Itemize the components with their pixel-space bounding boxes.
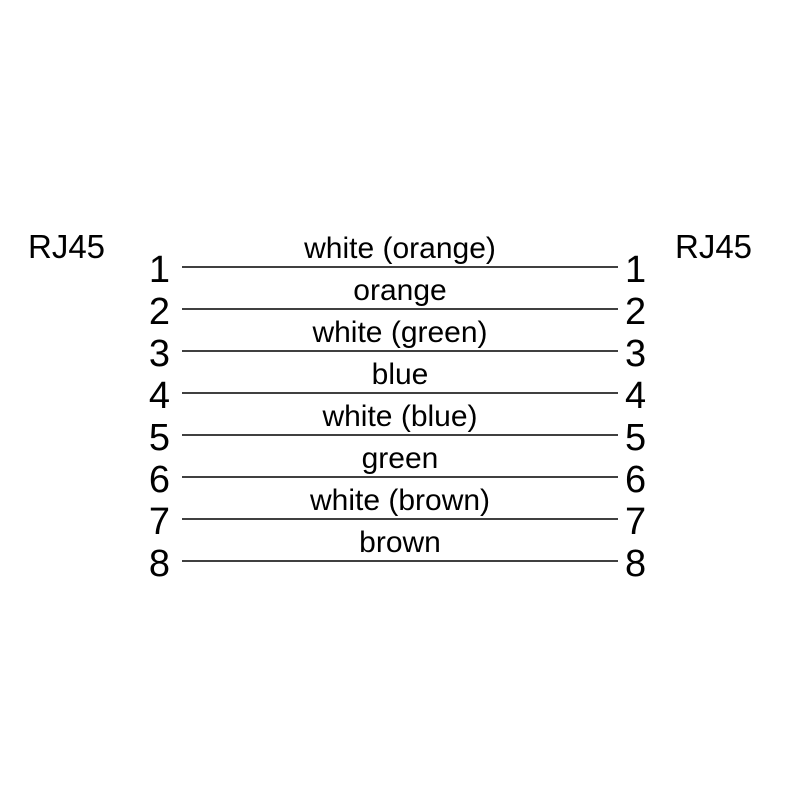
wire-color-label: orange (353, 274, 447, 307)
left-pin-number: 4 (148, 375, 170, 417)
wire-color-label: white (brown) (309, 484, 491, 517)
right-pin-number: 6 (625, 459, 647, 501)
right-pin-number: 2 (625, 291, 647, 333)
left-pin-number: 5 (148, 417, 170, 459)
left-pin-number: 2 (148, 291, 170, 333)
wire-line (182, 308, 618, 310)
left-pin-number: 3 (148, 333, 170, 375)
wire-line (182, 518, 618, 520)
left-pin-number: 7 (148, 501, 170, 543)
wire-line (182, 266, 618, 268)
wire-line (182, 392, 618, 394)
right-pin-number: 1 (625, 249, 647, 291)
wire-color-label: green (361, 442, 439, 475)
wire-color-label: white (green) (312, 316, 488, 349)
wire-color-label: white (orange) (304, 232, 496, 265)
wire-line (182, 350, 618, 352)
right-pin-number: 7 (625, 501, 647, 543)
wire-color-label: brown (359, 526, 441, 559)
wire-color-label: blue (371, 358, 429, 391)
left-connector-label: RJ45 (28, 228, 106, 265)
wire-line (182, 560, 618, 562)
right-pin-number: 8 (625, 543, 647, 585)
left-pin-number: 8 (148, 543, 170, 585)
right-pin-number: 5 (625, 417, 647, 459)
left-pin-number: 1 (148, 249, 170, 291)
wire-color-label: white (blue) (322, 400, 478, 433)
right-pin-number: 3 (625, 333, 647, 375)
wire-line (182, 434, 618, 436)
right-connector-label: RJ45 (675, 228, 753, 265)
right-pin-number: 4 (625, 375, 647, 417)
left-pin-number: 6 (148, 459, 170, 501)
wire-line (182, 476, 618, 478)
